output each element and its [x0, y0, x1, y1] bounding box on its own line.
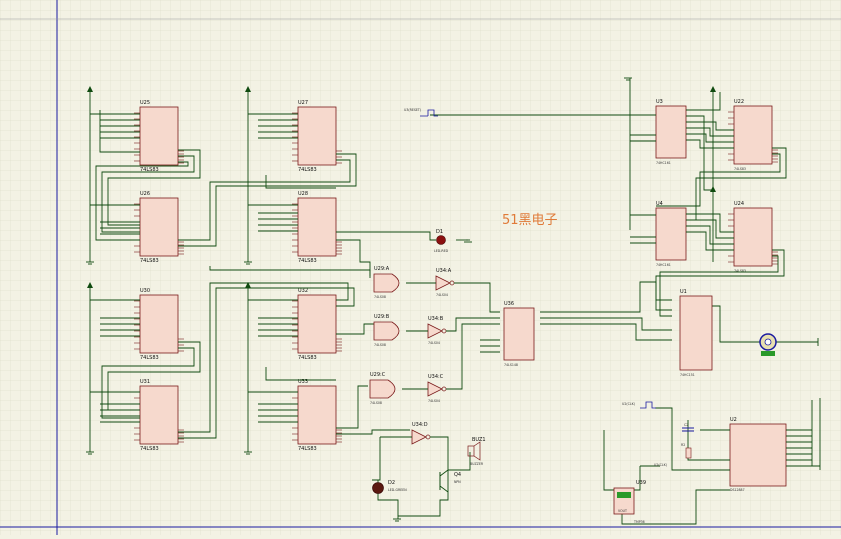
svg-text:U29:B: U29:B — [374, 314, 390, 320]
svg-text:U34:B: U34:B — [428, 316, 444, 322]
svg-text:74LS83: 74LS83 — [140, 355, 159, 361]
svg-text:BUZZER: BUZZER — [470, 462, 484, 466]
and-gate-u29a[interactable]: U29:A 74LS08 — [373, 266, 400, 299]
svg-text:TMP36: TMP36 — [633, 520, 645, 524]
wires-right — [540, 92, 818, 343]
chip-u3[interactable]: U3 74HC161 — [655, 99, 687, 165]
svg-text:74LS04: 74LS04 — [428, 399, 440, 403]
svg-text:74LS83: 74LS83 — [140, 446, 159, 452]
power-arrow-icon — [87, 86, 716, 288]
and-gate-u29c[interactable]: U29:C 74LS08 — [369, 372, 396, 405]
led-d1[interactable]: D1 LED-RED — [434, 229, 449, 253]
svg-text:LED-RED: LED-RED — [434, 249, 449, 253]
svg-text:U2: U2 — [730, 417, 737, 423]
svg-text:U29:A: U29:A — [374, 266, 390, 272]
transistor-q4[interactable]: Q4 NPN — [439, 469, 461, 493]
svg-text:74LS08: 74LS08 — [374, 295, 386, 299]
chip-u31[interactable]: U31 74LS83 — [139, 379, 179, 452]
svg-text:74LS83: 74LS83 — [140, 258, 159, 264]
inverter-u34c[interactable]: U34:C 74LS04 — [427, 374, 447, 403]
svg-text:D2: D2 — [388, 480, 395, 486]
svg-text:74LS83: 74LS83 — [298, 446, 317, 452]
svg-text:U2(CLK): U2(CLK) — [654, 463, 667, 467]
ground-icon — [86, 77, 819, 522]
svg-text:U29:C: U29:C — [370, 372, 386, 378]
svg-text:U4: U4 — [656, 201, 663, 207]
svg-text:VOUT: VOUT — [618, 509, 627, 513]
chip-u2[interactable]: U2 DS12887 — [729, 417, 787, 492]
svg-text:U3: U3 — [656, 99, 663, 105]
chip-u24[interactable]: U24 74LS83 — [733, 201, 773, 273]
svg-text:U36: U36 — [504, 301, 514, 307]
resistor-r2[interactable]: R2 — [681, 443, 692, 459]
motor-icon[interactable] — [759, 333, 777, 356]
chip-u33[interactable]: U33 74LS83 — [297, 379, 337, 452]
svg-text:U30: U30 — [140, 288, 150, 294]
svg-text:U27: U27 — [298, 100, 308, 106]
svg-text:C2: C2 — [684, 423, 688, 427]
svg-text:U33: U33 — [298, 379, 308, 385]
clock-source-icon[interactable]: U3(RESET) U2(CLK) U2(CLK) — [404, 108, 667, 467]
svg-text:74LS83: 74LS83 — [734, 269, 746, 273]
svg-text:74LS83: 74LS83 — [298, 167, 317, 173]
chip-u36[interactable]: U36 74LS148 — [503, 301, 535, 367]
svg-text:U2(CLK): U2(CLK) — [622, 402, 635, 406]
svg-text:U3(RESET): U3(RESET) — [404, 108, 421, 112]
svg-text:U34:C: U34:C — [428, 374, 444, 380]
svg-text:U24: U24 — [734, 201, 744, 207]
chip-u25[interactable]: U25 74LS83 — [139, 100, 179, 173]
svg-text:R2: R2 — [681, 443, 685, 447]
sensor-u39[interactable]: U39 VOUT TMP36 — [613, 480, 646, 524]
svg-text:74LS08: 74LS08 — [374, 343, 386, 347]
chip-u4[interactable]: U4 74HC161 — [655, 201, 687, 267]
svg-text:BUZ1: BUZ1 — [472, 437, 486, 443]
svg-text:U34:A: U34:A — [436, 268, 452, 274]
svg-text:U1: U1 — [680, 289, 687, 295]
svg-text:74HC151: 74HC151 — [680, 373, 695, 377]
chip-u22[interactable]: U22 74LS83 — [733, 99, 773, 171]
svg-text:DS12887: DS12887 — [730, 488, 745, 492]
svg-text:U32: U32 — [298, 288, 308, 294]
chip-u30[interactable]: U30 74LS83 — [139, 288, 179, 361]
led-d2[interactable]: D2 LED-GREEN — [372, 480, 408, 494]
wires-left — [89, 92, 410, 452]
and-gate-u29b[interactable]: U29:B 74LS08 — [373, 314, 400, 347]
svg-text:74LS83: 74LS83 — [298, 355, 317, 361]
svg-text:U34:D: U34:D — [412, 422, 428, 428]
svg-text:74LS83: 74LS83 — [140, 167, 159, 173]
svg-text:74LS83: 74LS83 — [734, 167, 746, 171]
chip-u27[interactable]: U27 74LS83 — [297, 100, 337, 173]
svg-text:NPN: NPN — [454, 480, 461, 484]
svg-text:Q4: Q4 — [454, 472, 461, 478]
chip-u26[interactable]: U26 74LS83 — [139, 191, 179, 264]
svg-text:74LS83: 74LS83 — [298, 258, 317, 264]
svg-text:U28: U28 — [298, 191, 308, 197]
svg-text:74HC161: 74HC161 — [656, 161, 671, 165]
wires-middle — [336, 78, 672, 519]
watermark-text: 51黑电子 — [502, 213, 558, 228]
wires-rtc — [603, 398, 821, 525]
svg-text:U26: U26 — [140, 191, 150, 197]
svg-text:74LS08: 74LS08 — [370, 401, 382, 405]
svg-text:U25: U25 — [140, 100, 150, 106]
svg-text:LED-GREEN: LED-GREEN — [388, 488, 407, 492]
chip-u28[interactable]: U28 74LS83 — [297, 191, 337, 264]
svg-text:74LS04: 74LS04 — [436, 293, 448, 297]
buzzer-buz1[interactable]: BUZ1 BUZZER — [467, 437, 486, 466]
svg-text:D1: D1 — [436, 229, 443, 235]
svg-text:U22: U22 — [734, 99, 744, 105]
svg-text:74HC161: 74HC161 — [656, 263, 671, 267]
chip-u1[interactable]: U1 74HC151 — [679, 289, 713, 377]
svg-text:U31: U31 — [140, 379, 150, 385]
chip-u32[interactable]: U32 74LS83 — [297, 288, 337, 361]
svg-text:74LS04: 74LS04 — [428, 341, 440, 345]
capacitor-c2[interactable]: C2 — [682, 423, 694, 432]
svg-text:U39: U39 — [636, 480, 646, 486]
svg-text:74LS148: 74LS148 — [504, 363, 518, 367]
